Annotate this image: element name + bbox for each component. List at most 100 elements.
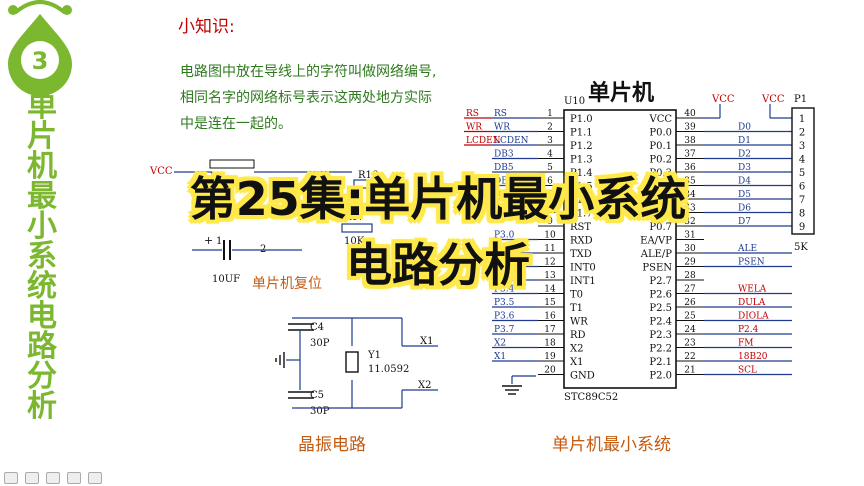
sidebar-title-char: 统 — [27, 269, 57, 304]
p1-pin-num: 4 — [799, 155, 805, 166]
p1-pin-num: 5 — [799, 168, 805, 179]
sidebar-title-char: 电 — [27, 299, 57, 334]
zoom-icon[interactable] — [46, 472, 60, 484]
mcu-left-pin-name: T1 — [570, 303, 583, 314]
mcu-right-pin-num: 31 — [684, 231, 695, 241]
mcu-right-net-label: WELA — [738, 285, 767, 295]
mcu-right-net-label: D3 — [738, 163, 751, 173]
minimal-system-caption: 单片机最小系统 — [552, 435, 671, 455]
sidebar-title-char: 分 — [27, 359, 57, 394]
mcu-right-pin-num: 32 — [684, 217, 695, 227]
mcu-right-pin-num: 39 — [684, 123, 696, 133]
mcu-right-pin-num: 29 — [684, 258, 696, 268]
c4-value: 30P — [310, 338, 330, 349]
mcu-right-net-label: P2.4 — [738, 325, 759, 335]
mcu-left-pin-name: RXD — [570, 236, 593, 247]
lcd-net-label: RS — [466, 109, 479, 119]
mcu-right-pin-num: 24 — [684, 325, 696, 335]
mcu-right-pin-name: P0.7 — [649, 222, 672, 233]
pen-icon[interactable] — [25, 472, 39, 484]
mcu-left-pin-name: P1.3 — [570, 155, 593, 166]
p1-pin-num: 8 — [799, 209, 805, 220]
r17-value: 10K — [344, 236, 365, 247]
mcu-right-net-label: FM — [738, 339, 753, 349]
p1-pin-num: 7 — [799, 195, 805, 206]
mcu-left-pin-num: 7 — [547, 190, 553, 200]
mcu-left-pin-num: 12 — [544, 258, 555, 268]
mcu-left-net-label: P3.5 — [494, 298, 515, 308]
cap-plus: + — [204, 234, 213, 247]
mcu-right-pin-num: 27 — [684, 285, 696, 295]
mcu-right-pin-num: 28 — [684, 271, 696, 281]
p1-pin-num: 6 — [799, 182, 805, 193]
p1-pin-num: 9 — [799, 222, 805, 233]
mcu-left-net-label: DB5 — [494, 163, 514, 173]
mcu-left-pin-num: 13 — [544, 271, 556, 281]
mcu-right-net-label: D2 — [738, 150, 751, 160]
mcu-left-pin-name: P1.4 — [570, 168, 593, 179]
mcu-left-pin-name: P1.0 — [570, 114, 593, 125]
r16-label: R16 — [358, 170, 378, 181]
p1-pin-num: 2 — [799, 128, 805, 139]
x2-net: X2 — [418, 380, 431, 391]
sidebar-title-char: 片 — [27, 119, 57, 154]
mcu-part: STC89C52 — [564, 392, 618, 403]
mcu-left-net-label: DB6 — [494, 177, 514, 187]
crystal-caption: 晶振电路 — [298, 435, 366, 455]
mcu-right-net-label: SCL — [738, 366, 757, 376]
note-line-1: 电路图中放在导线上的字符叫做网络编号, — [180, 64, 436, 80]
mcu-left-pin-name: GND — [570, 371, 595, 382]
sidebar-title-char: 单 — [27, 89, 57, 124]
mcu-left-net-label: X2 — [494, 339, 506, 349]
mcu-left-net-label: WR — [494, 123, 510, 133]
mcu-left-pin-num: 1 — [547, 109, 553, 119]
mcu-left-pin-name: INT0 — [570, 263, 596, 274]
mcu-right-pin-name: P0.0 — [649, 128, 672, 139]
mcu-left-net-label: P3.6 — [494, 312, 515, 322]
note-heading: 小知识: — [178, 17, 235, 37]
mcu-left-pin-num: 20 — [544, 366, 556, 376]
mcu-right-pin-num: 21 — [684, 366, 695, 376]
mcu-right-net-label: 18B20 — [738, 352, 768, 362]
mcu-right-net-label: ALE — [737, 244, 757, 254]
mcu-left-net-label: P3.0 — [494, 231, 515, 241]
mcu-left-pin-num: 9 — [547, 217, 553, 227]
mcu-right-net-label: D5 — [738, 190, 751, 200]
mcu-right-pin-name: P0.2 — [649, 155, 672, 166]
mcu-right-pin-name: P2.7 — [649, 276, 672, 287]
prev-slide-icon[interactable] — [4, 472, 18, 484]
badge-number: 3 — [32, 47, 49, 75]
sidebar-title-char: 系 — [27, 239, 57, 274]
crystal-circuit: C4 30P C5 30P Y1 11.0592 X1 — [275, 317, 438, 455]
mcu-right-pin-name: P2.5 — [649, 303, 672, 314]
mcu-right-pin-num: 33 — [684, 204, 696, 214]
mcu-left-pin-num: 2 — [547, 123, 553, 133]
mcu-left-net-label: P3.3 — [494, 271, 515, 281]
mcu-right-pin-name: P2.6 — [649, 290, 672, 301]
mcu-left-pin-name: WR — [570, 317, 588, 328]
player-controls — [0, 468, 120, 486]
mcu-left-pin-num: 6 — [547, 177, 553, 187]
p1-vcc-label: VCC — [761, 94, 785, 105]
p1-pin-num: 3 — [799, 141, 805, 152]
mcu-right-net-label: DULA — [738, 298, 766, 308]
schematic-diagram: 小知识: 电路图中放在导线上的字符叫做网络编号, 相同名字的网络标号表示这两处地… — [92, 0, 864, 486]
mcu-chip — [563, 109, 677, 389]
mcu-left-pin-num: 10 — [544, 231, 556, 241]
mcu-right-pin-num: 22 — [684, 352, 695, 362]
mcu-right-pin-num: 38 — [684, 136, 696, 146]
gnd-symbol — [502, 375, 536, 395]
mcu-left-pin-num: 14 — [544, 285, 556, 295]
c4-label: C4 — [310, 322, 324, 333]
vcc-symbols: VCC VCC — [700, 94, 792, 119]
mcu-right-pin-num: 26 — [684, 298, 696, 308]
mcu-left-pin-name: P1.7 — [570, 209, 593, 220]
mcu-left-pin-num: 18 — [544, 339, 556, 349]
mcu-right-pin-name: ALE/P — [640, 249, 673, 260]
badge-drop-icon: 3 — [8, 0, 72, 96]
menu-icon[interactable] — [67, 472, 81, 484]
next-slide-icon[interactable] — [88, 472, 102, 484]
mcu-left-pin-num: 3 — [547, 136, 553, 146]
